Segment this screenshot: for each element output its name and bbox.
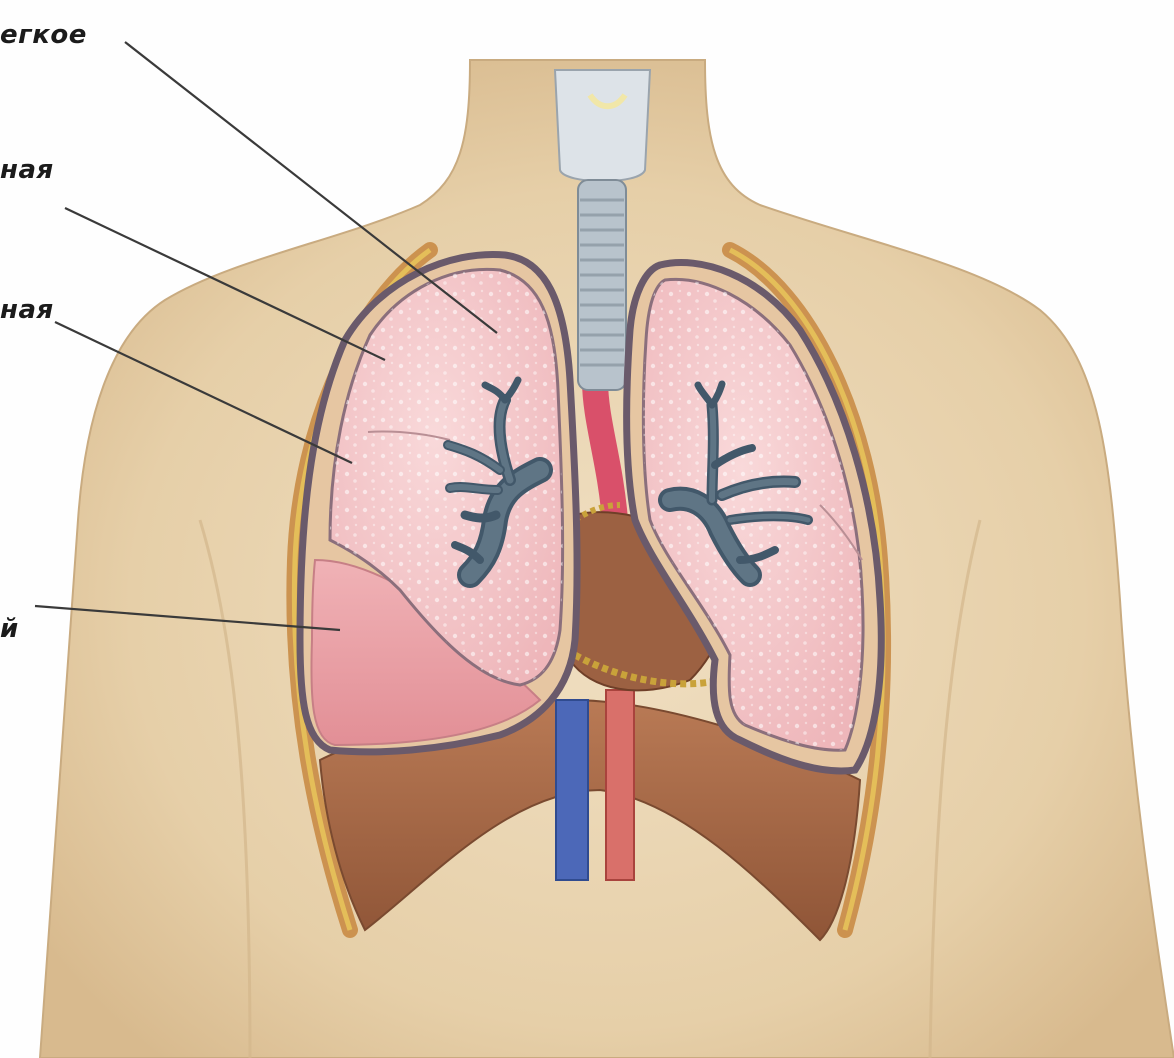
larynx — [555, 70, 650, 181]
label-lung: егкое — [0, 22, 87, 48]
label-pleura-visceral: ная — [0, 297, 54, 323]
aorta — [606, 690, 634, 880]
label-pleural-cavity: й — [0, 616, 19, 642]
label-pleura-parietal: ная — [0, 157, 54, 183]
vena-cava — [556, 700, 588, 880]
trachea — [578, 180, 626, 390]
